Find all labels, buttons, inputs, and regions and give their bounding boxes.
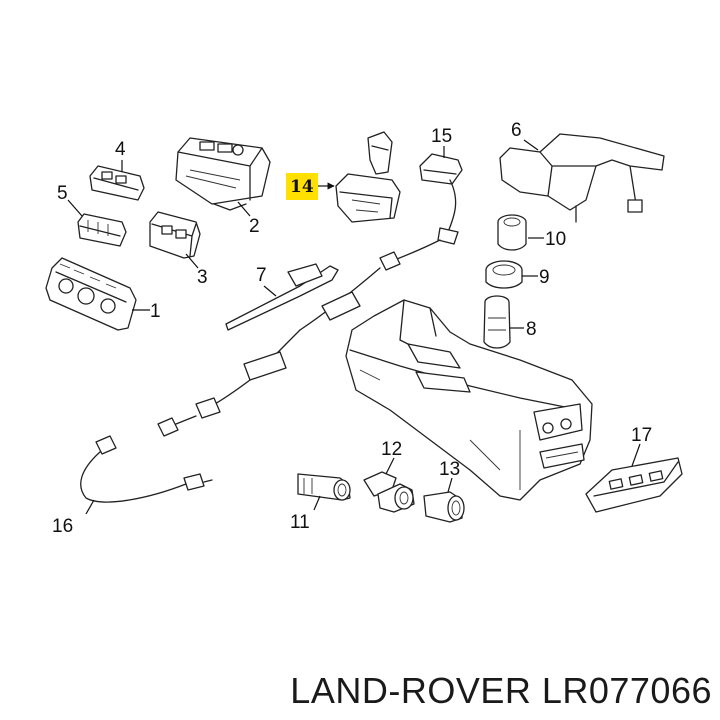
callout-8: 8 <box>526 319 537 340</box>
callout-11: 11 <box>290 512 310 533</box>
callout-5: 5 <box>57 183 68 204</box>
part-12-socket <box>363 471 415 513</box>
callout-13: 13 <box>439 459 460 480</box>
callout-10: 10 <box>545 229 566 250</box>
callout-4: 4 <box>115 139 126 160</box>
part-10-socket <box>497 214 527 251</box>
part-15-shift-cable <box>157 153 463 437</box>
callout-7: 7 <box>256 265 267 286</box>
callout-2: 2 <box>249 216 260 237</box>
callout-17: 17 <box>631 425 652 446</box>
part-9-ring <box>485 260 523 289</box>
part-7-trim-strip <box>225 263 339 331</box>
leader-lines <box>67 139 641 515</box>
callout-6: 6 <box>511 120 522 141</box>
part-11-socket <box>297 473 351 501</box>
callout-15: 15 <box>431 126 452 147</box>
callout-1: 1 <box>150 301 161 322</box>
callout-9: 9 <box>539 267 550 288</box>
part-16-wiring-harness <box>80 435 213 503</box>
part-5-switch-strip <box>77 213 127 247</box>
callout-12: 12 <box>381 439 402 460</box>
part-3-switch-unit <box>149 211 201 259</box>
callout-3: 3 <box>197 267 208 288</box>
callout-14-highlight <box>286 173 318 200</box>
center-console <box>345 299 593 501</box>
part-2-control-module <box>175 137 271 211</box>
part-number-caption: LAND-ROVER LR077066 <box>290 670 712 711</box>
part-1-climate-panel <box>45 257 137 331</box>
part-4-switch-pack <box>89 165 145 201</box>
part-6-console-bracket <box>499 133 665 223</box>
callout-16: 16 <box>52 516 73 537</box>
part-14-gear-selector <box>335 131 401 223</box>
part-13-lighter <box>423 491 465 523</box>
callout-14: 14 <box>290 177 314 197</box>
part-8-power-socket <box>483 295 511 349</box>
part-17-switch-pack <box>585 457 683 513</box>
